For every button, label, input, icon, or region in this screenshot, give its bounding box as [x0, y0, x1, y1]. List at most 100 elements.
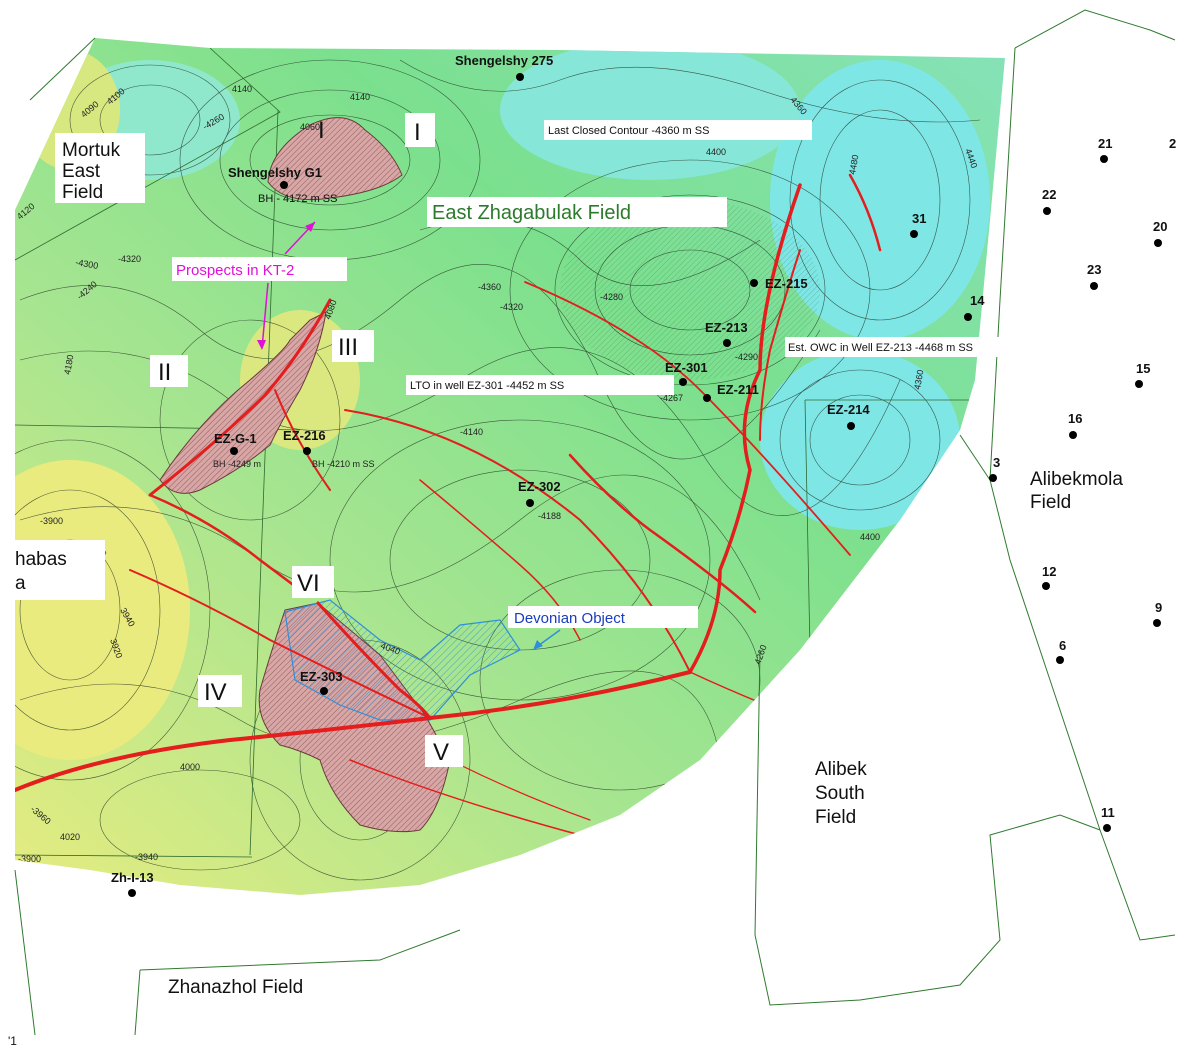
svg-text:11: 11: [1101, 805, 1115, 820]
alibekmola-line-1: Alibekmola: [1030, 469, 1123, 490]
svg-text:4400: 4400: [860, 532, 880, 542]
cyan-low-northeast: [770, 60, 990, 340]
svg-text:22: 22: [1042, 187, 1056, 202]
svg-text:BH -4210 m SS: BH -4210 m SS: [312, 459, 375, 469]
well-16[interactable]: 16: [1068, 411, 1082, 439]
well-6[interactable]: 6: [1056, 638, 1066, 664]
prospects-note: Prospects in KT-2: [176, 262, 294, 279]
west-field-line-2: a: [15, 573, 26, 594]
svg-text:9: 9: [1155, 600, 1162, 615]
svg-text:EZ-303: EZ-303: [300, 669, 343, 684]
svg-text:-3940: -3940: [135, 852, 158, 862]
svg-text:Shengelshy 275: Shengelshy 275: [455, 53, 553, 68]
svg-text:I: I: [318, 117, 325, 144]
well-ez213[interactable]: EZ-213 -4290: [705, 320, 758, 362]
well-3[interactable]: 3: [989, 455, 1000, 482]
devonian-arrowhead: [533, 640, 543, 650]
yellow-high-west: [15, 460, 190, 760]
fault-east-main: [688, 183, 802, 674]
well-22[interactable]: 22: [1042, 187, 1056, 215]
well-12[interactable]: 12: [1042, 564, 1056, 590]
fault-iii-2: [274, 389, 331, 491]
west-field-line-1: habas: [15, 549, 67, 570]
well-ez216[interactable]: EZ-216 BH -4210 m SS: [283, 428, 375, 469]
devonian-note: Devonian Object: [514, 610, 626, 627]
east-zhagabulak-label: East Zhagabulak Field: [432, 202, 631, 224]
svg-text:EZ-216: EZ-216: [283, 428, 326, 443]
svg-text:VI: VI: [297, 570, 320, 597]
contour-lines: [15, 59, 981, 881]
svg-text:4060: 4060: [300, 122, 320, 132]
well-20[interactable]: 20: [1153, 219, 1167, 247]
svg-text:EZ-213: EZ-213: [705, 320, 748, 335]
mortuk-line-1: Mortuk: [62, 140, 121, 161]
prospects-arrowhead-1: [305, 222, 315, 232]
well-zhi13[interactable]: Zh-I-13: [111, 870, 154, 897]
svg-text:4140: 4140: [232, 84, 252, 94]
well-ez211[interactable]: EZ-211: [703, 382, 759, 402]
fault-ne-diag: [524, 281, 851, 556]
well-ez302[interactable]: EZ-302 -4188: [518, 479, 561, 521]
last-closed-contour-note: Last Closed Contour -4360 m SS: [548, 125, 709, 137]
cyan-low-east: [760, 350, 960, 530]
well-2[interactable]: 2: [1169, 136, 1176, 151]
well-ez215[interactable]: EZ-215: [750, 276, 808, 291]
well-ez214[interactable]: EZ-214: [827, 402, 870, 430]
prospects-arrow-2: [261, 282, 269, 349]
svg-text:16: 16: [1068, 411, 1082, 426]
svg-text:4400: 4400: [706, 147, 726, 157]
well-14[interactable]: 14: [964, 293, 985, 321]
well-15[interactable]: 15: [1135, 361, 1150, 388]
zhanazhol-label: Zhanazhol Field: [168, 977, 303, 998]
well-31[interactable]: 31: [910, 211, 926, 238]
svg-text:-4360: -4360: [478, 282, 501, 292]
svg-text:2: 2: [1169, 136, 1176, 151]
svg-text:21: 21: [1098, 136, 1112, 151]
fault-west-diag-2: [129, 569, 431, 719]
well-ez301[interactable]: EZ-301 -4267: [660, 360, 708, 403]
well-ezg1[interactable]: EZ-G-1 BH -4249 m: [213, 431, 261, 469]
svg-text:-4280: -4280: [600, 292, 623, 302]
well-11[interactable]: 11: [1101, 805, 1115, 832]
svg-text:EZ-302: EZ-302: [518, 479, 561, 494]
svg-text:EZ-215: EZ-215: [765, 276, 808, 291]
svg-text:EZ-211: EZ-211: [717, 382, 759, 397]
svg-text:31: 31: [912, 211, 926, 226]
svg-text:4360: 4360: [912, 369, 925, 390]
mortuk-line-2: East: [62, 161, 101, 182]
svg-text:-3900: -3900: [18, 854, 41, 864]
well-ez303[interactable]: EZ-303: [300, 669, 343, 695]
alibek-south-line-2: South: [815, 783, 865, 804]
well-shengelshy275[interactable]: Shengelshy 275: [455, 53, 553, 81]
fault-vi: [316, 601, 432, 720]
svg-text:II: II: [158, 359, 171, 386]
svg-text:-4300: -4300: [75, 257, 99, 271]
fault-west-diag: [148, 493, 302, 592]
svg-text:4020: 4020: [60, 832, 80, 842]
svg-text:6: 6: [1059, 638, 1066, 653]
svg-text:3: 3: [993, 455, 1000, 470]
faults: [15, 173, 882, 836]
svg-text:I: I: [414, 119, 421, 146]
svg-text:4480: 4480: [847, 154, 860, 175]
prospect-I-polygon: [267, 117, 403, 201]
alibek-south-line-3: Field: [815, 807, 856, 828]
est-owc-note: Est. OWC in Well EZ-213 -4468 m SS: [788, 342, 973, 354]
fault-south-4: [449, 759, 591, 821]
well-21[interactable]: 21: [1098, 136, 1112, 163]
field-labels: Mortuk East Field East Zhagabulak Field …: [15, 133, 1123, 998]
svg-text:Shengelshy G1: Shengelshy G1: [228, 165, 322, 180]
corner-mark: '1: [8, 1034, 17, 1048]
well-23[interactable]: 23: [1087, 262, 1101, 290]
east-zhagabulak-structure: [560, 200, 820, 380]
wells: Shengelshy 275 Shengelshy G1 BH - 4172 m…: [111, 53, 1176, 897]
fault-iii: [148, 298, 332, 497]
svg-text:-4188: -4188: [538, 511, 561, 521]
well-9[interactable]: 9: [1153, 600, 1162, 627]
well-shengelshyg1[interactable]: Shengelshy G1 BH - 4172 m SS: [228, 165, 337, 205]
svg-text:23: 23: [1087, 262, 1101, 277]
fault-far-east: [848, 173, 882, 252]
fault-south-3: [349, 759, 581, 836]
mortuk-line-3: Field: [62, 182, 103, 203]
